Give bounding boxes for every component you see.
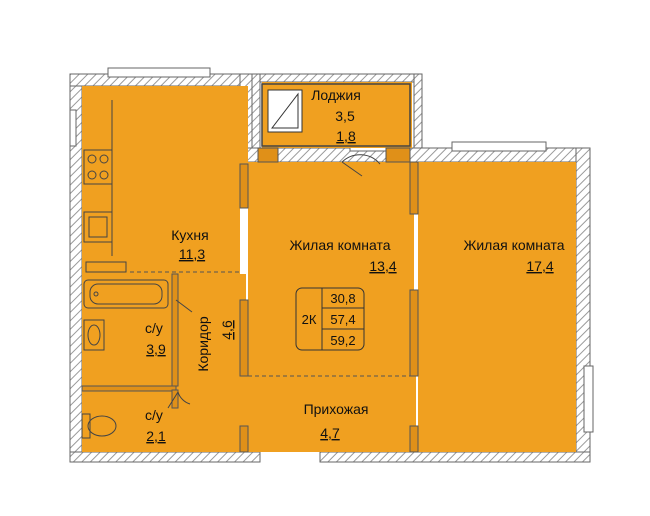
kitchen-counter-icon	[85, 100, 127, 273]
living-area-value: 30,8	[330, 291, 355, 306]
total-with-loggia-value: 59,2	[330, 333, 355, 348]
door-swing-icon	[167, 154, 381, 409]
corridor-area	[176, 274, 246, 452]
loggia-area-a: 3,5	[335, 108, 355, 124]
loggia-area-b: 1,8	[336, 128, 356, 144]
bathroom-2-area	[82, 390, 176, 452]
bathroom-1-area-value: 3,9	[146, 341, 166, 357]
zone-separators	[130, 271, 416, 377]
drying-rack-icon	[267, 89, 303, 133]
corridor-label: Коридор	[195, 316, 211, 372]
hall-area-value: 4,7	[320, 425, 340, 441]
stove-icon	[83, 149, 113, 185]
total-area-value: 57,4	[330, 312, 355, 327]
room-labels: Лоджия 3,5 1,8 Кухня 11,3 Жилая комната …	[145, 87, 565, 444]
bathroom-2-area-value: 2,1	[146, 428, 166, 444]
loggia-label: Лоджия	[311, 87, 361, 103]
living-room-1-area-value: 13,4	[369, 258, 396, 274]
living-room-2-label: Жилая комната	[463, 237, 564, 253]
hall-area	[246, 376, 416, 452]
washbasin-icon	[83, 319, 105, 351]
hall-label: Прихожая	[304, 401, 369, 417]
bathtub-icon	[83, 279, 169, 309]
rooms	[82, 82, 576, 452]
living-room-2-area-value: 17,4	[526, 258, 553, 274]
kitchen-area-value: 11,3	[179, 246, 205, 262]
corridor-area-value: 4,6	[219, 320, 235, 340]
apartment-type: 2К	[302, 312, 317, 327]
kitchen-label: Кухня	[171, 227, 208, 243]
living-room-1-label: Жилая комната	[289, 237, 390, 253]
loggia-inner-frame	[261, 83, 411, 147]
toilet-icon	[81, 413, 117, 439]
area-summary-table: 2К 30,8 57,4 59,2	[295, 287, 365, 351]
interior-partitions	[81, 147, 419, 453]
bathroom-2-label: с/у	[145, 407, 163, 423]
living-room-2-area	[418, 162, 576, 452]
bathroom-1-label: с/у	[145, 320, 163, 336]
